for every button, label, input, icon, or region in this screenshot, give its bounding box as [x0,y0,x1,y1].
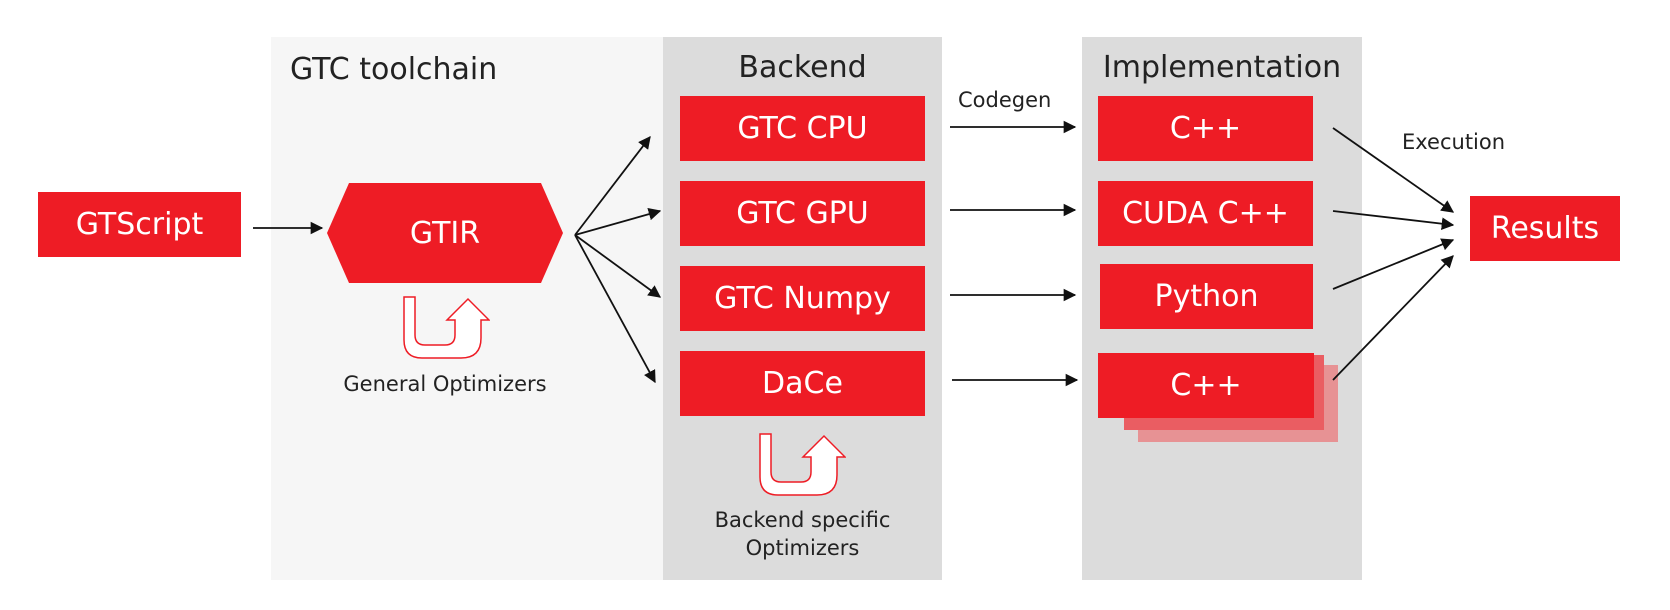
gtir-label: GTIR [409,215,481,251]
backend-optimizers-line-1: Backend specific [714,508,891,532]
arrow-cuda-to-results [1332,210,1455,230]
impl-cpp: C++ [1098,96,1313,161]
backend-gtc-numpy: GTC Numpy [680,266,925,331]
backend-dace: DaCe [680,351,925,416]
codegen-label: Codegen [958,88,1052,112]
toolchain-title: GTC toolchain [290,52,498,87]
arrow-gtir-to-cpu [574,135,651,236]
arrow-gtir-to-gpu [574,208,662,236]
optimizer-loop-icon [403,296,490,359]
backend-gtc-gpu: GTC GPU [680,181,925,246]
backend-optimizer-loop-icon [759,433,846,496]
backend-optimizers-label: Backend specific Optimizers [663,506,942,562]
backend-gtc-cpu: GTC CPU [680,96,925,161]
impl-python: Python [1100,264,1313,329]
implementation-title: Implementation [1102,50,1342,85]
backend-title: Backend [738,50,867,85]
results-box: Results [1470,196,1620,261]
arrow-python-to-results [1332,238,1455,290]
general-optimizers-label: General Optimizers [343,372,547,396]
backend-optimizers-line-2: Optimizers [745,536,860,560]
impl-cuda-cpp: CUDA C++ [1098,181,1313,246]
arrow-dace-cpp-to-results [1332,255,1454,381]
execution-label: Execution [1402,130,1506,154]
arrow-cpp-to-results [1332,127,1455,213]
gtir-hexagon [327,183,563,283]
impl-cpp-dace: C++ [1098,353,1314,418]
arrow-gtir-to-dace [574,234,656,384]
arrow-gtir-to-numpy [574,234,662,298]
gtscript-box: GTScript [38,192,241,257]
